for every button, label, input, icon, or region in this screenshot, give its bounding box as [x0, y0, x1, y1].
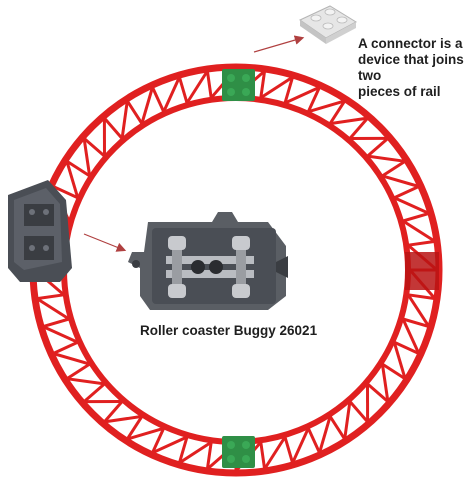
truss-brace: [120, 100, 129, 139]
truss-strut: [151, 86, 166, 113]
roller-coaster-buggy: [128, 212, 288, 310]
truss-brace: [402, 219, 436, 243]
truss-brace: [36, 297, 70, 321]
buggy-caption: Roller coaster Buggy 26021: [140, 323, 318, 338]
truss-brace: [162, 76, 181, 113]
truss-strut: [52, 340, 79, 355]
truss-brace: [126, 426, 165, 441]
truss-brace: [65, 160, 80, 199]
truss-strut: [393, 185, 420, 200]
truss-brace: [178, 440, 213, 465]
truss-strut: [103, 400, 124, 423]
truss-strut: [328, 100, 346, 125]
truss-brace: [392, 341, 407, 380]
truss-strut: [328, 415, 346, 440]
truss-strut: [36, 293, 65, 301]
truss-brace: [329, 116, 368, 126]
truss-strut: [366, 137, 389, 158]
truss-strut: [66, 362, 91, 380]
truss-brace: [343, 401, 352, 440]
truss-strut: [381, 362, 406, 380]
truss-strut: [42, 317, 70, 329]
connector-plate: [298, 5, 358, 44]
rail-truss: [34, 68, 438, 472]
truss-brace: [307, 99, 346, 114]
truss-strut: [306, 86, 321, 113]
connector-arrow: [253, 35, 305, 53]
truss-strut: [283, 76, 295, 104]
rail-joint-right: [405, 252, 439, 290]
truss-brace: [140, 86, 154, 125]
truss-brace: [42, 325, 79, 344]
truss-strut: [402, 317, 430, 329]
truss-strut: [177, 436, 189, 464]
truss-brace: [318, 415, 332, 454]
truss-brace: [66, 377, 105, 386]
truss-strut: [126, 415, 144, 440]
truss-brace: [401, 318, 421, 355]
connector-top: [222, 69, 255, 101]
truss-strut: [283, 436, 295, 464]
truss-strut: [205, 70, 213, 99]
connector-bottom: [222, 436, 255, 468]
connector-label-line-1: A connector is a: [358, 36, 463, 51]
truss-strut: [52, 185, 79, 200]
truss-brace: [151, 435, 188, 455]
truss-strut: [66, 160, 91, 178]
truss-strut: [83, 382, 106, 403]
truss-strut: [103, 117, 124, 140]
truss-strut: [306, 427, 321, 454]
truss-brace: [367, 154, 406, 163]
truss-strut: [205, 441, 213, 470]
truss-brace: [104, 414, 143, 424]
truss-strut: [151, 427, 166, 454]
truss-brace: [263, 436, 287, 470]
truss-strut: [259, 441, 267, 470]
truss-strut: [393, 340, 420, 355]
truss-strut: [402, 211, 430, 223]
truss-strut: [348, 117, 369, 140]
truss-brace: [259, 75, 294, 100]
truss-brace: [380, 363, 390, 402]
truss-strut: [177, 76, 189, 104]
connector-label-line-2: device that joins two: [358, 52, 464, 83]
truss-strut: [381, 160, 406, 178]
truss-brace: [52, 352, 91, 366]
truss-brace: [291, 427, 310, 464]
buggy-on-rail: [8, 180, 72, 282]
truss-brace: [406, 293, 431, 328]
buggy-arrow: [83, 233, 127, 252]
truss-strut: [348, 400, 369, 423]
truss-strut: [366, 382, 389, 403]
connector-label-line-3: pieces of rail: [358, 84, 441, 99]
truss-brace: [393, 196, 430, 215]
truss-strut: [83, 137, 106, 158]
truss-strut: [126, 100, 144, 125]
truss-brace: [381, 174, 420, 188]
truss-brace: [185, 70, 209, 104]
truss-brace: [82, 138, 92, 177]
truss-strut: [407, 293, 436, 301]
truss-brace: [284, 85, 321, 105]
truss-strut: [407, 239, 436, 247]
truss-strut: [259, 70, 267, 99]
connector-description: A connector is a device that joins two p…: [358, 36, 474, 100]
